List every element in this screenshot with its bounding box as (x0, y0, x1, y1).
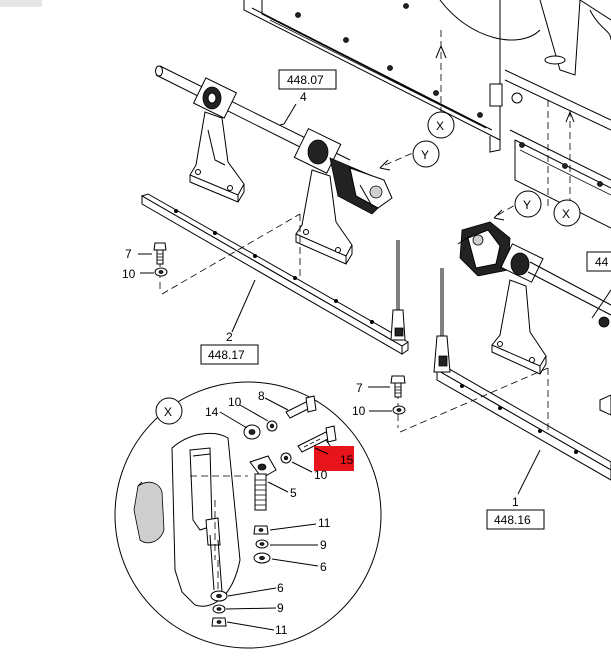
leader-4 (283, 103, 297, 125)
callout-6-upper: 6 (320, 560, 327, 574)
callout-6-lower: 6 (277, 581, 284, 595)
upper-frame (243, 0, 611, 229)
leader-right-partial (591, 289, 611, 319)
view-y-label-right: Y (523, 198, 531, 212)
view-marker-x-detail[interactable]: X (155, 397, 183, 425)
ref-box-right-partial: 44 (586, 251, 611, 272)
callout-labels: 4 2 1 7 10 7 10 14 10 8 15 10 5 11 9 6 6… (122, 90, 519, 637)
leader-2 (231, 279, 256, 333)
callout-10-detail-upper: 10 (228, 395, 242, 409)
callout-10-left: 10 (122, 267, 136, 281)
view-x-label: X (436, 119, 444, 133)
view-y-label: Y (421, 148, 429, 162)
ref-box-448-07[interactable]: 448.07 (278, 69, 337, 90)
ref-label-448-07: 448.07 (287, 73, 324, 87)
view-leaders (379, 30, 575, 221)
ref-label-448-16: 448.16 (494, 513, 531, 527)
callout-10-right: 10 (352, 404, 366, 418)
callout-15: 15 (340, 453, 354, 467)
view-x-label-detail: X (164, 405, 172, 419)
shaft-assembly-left (155, 65, 393, 265)
ref-label-448-17: 448.17 (208, 348, 245, 362)
view-marker-x-top[interactable]: X (427, 111, 455, 139)
callout-5: 5 (290, 486, 297, 500)
view-marker-x-right[interactable]: X (553, 199, 581, 227)
callout-9-upper: 9 (320, 538, 327, 552)
detail-view-x (114, 381, 382, 649)
view-marker-y-right[interactable]: Y (514, 190, 542, 218)
bolt-washer-left (138, 242, 168, 277)
ref-label-partial: 44 (595, 255, 609, 269)
callout-9-lower: 9 (277, 601, 284, 615)
rail-item-2 (140, 193, 409, 355)
ref-box-448-16[interactable]: 448.16 (486, 509, 545, 530)
callout-11-lower: 11 (275, 623, 288, 637)
callout-7-right: 7 (356, 381, 363, 395)
corner-thumbnail (0, 0, 42, 7)
callout-7-left: 7 (125, 247, 132, 261)
callout-10-detail-lower: 10 (314, 468, 328, 482)
view-marker-y-top[interactable]: Y (412, 140, 440, 168)
callout-2: 2 (226, 330, 233, 344)
rail-item-1 (433, 268, 611, 481)
frame-bolts (295, 3, 603, 187)
ref-box-448-17[interactable]: 448.17 (200, 344, 259, 365)
bolt-washer-right (368, 375, 406, 415)
shaft-assembly-right (457, 221, 611, 416)
callout-11-upper: 11 (318, 516, 331, 530)
callout-1: 1 (512, 495, 519, 509)
callout-14: 14 (205, 405, 219, 419)
callout-8: 8 (258, 389, 265, 403)
callout-4: 4 (300, 90, 307, 104)
view-x-label-right: X (562, 207, 570, 221)
leader-1 (517, 449, 541, 495)
